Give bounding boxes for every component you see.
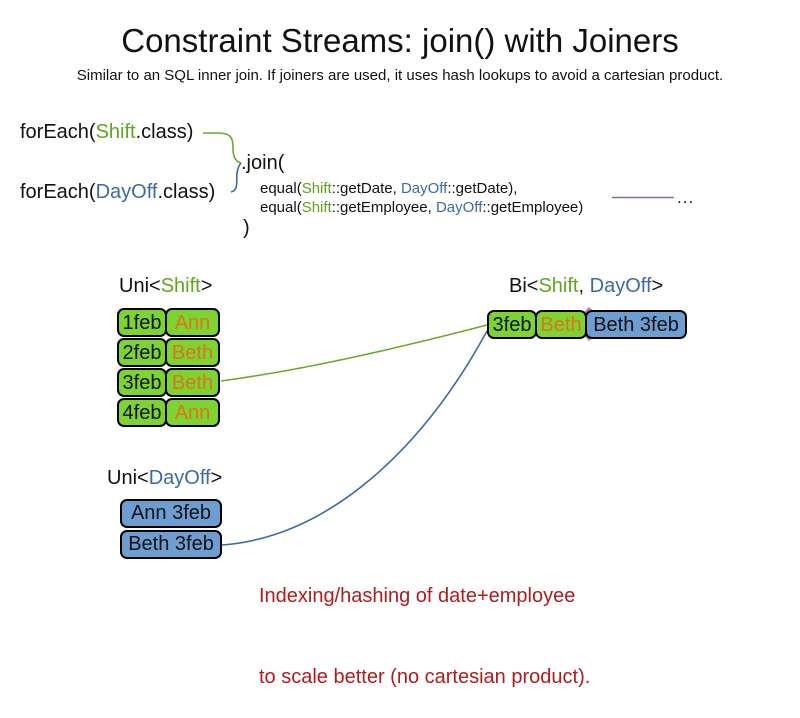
code-token: ::getEmployee) (482, 199, 584, 216)
shift-type-token: Shift (160, 275, 201, 297)
code-equal-date: equal(Shift::getDate, DayOff::getDate), (260, 180, 517, 197)
shift-class-token: Shift (95, 121, 136, 143)
dayoff-to-bi-curve (221, 330, 488, 546)
code-token: forEach( (20, 121, 96, 143)
label-token: > (210, 467, 223, 489)
shift-employee-cell: Beth (165, 368, 220, 397)
join-brace-blue (230, 162, 242, 193)
bi-label: Bi<Shift, DayOff> (509, 275, 663, 298)
shift-class-token: Shift (301, 180, 332, 197)
code-foreach-shift: forEach(Shift.class) (20, 121, 193, 144)
indexing-note-line1: Indexing/hashing of date+employee (259, 585, 576, 607)
code-join-open: .join( (241, 152, 285, 174)
slide-canvas: { "slide": { "title": "Constraint Stream… (20, 22, 724, 688)
code-token: .class) (157, 181, 216, 203)
slide-title: Constraint Streams: join() with Joiners (121, 22, 679, 59)
code-token: equal( (260, 199, 302, 216)
dayoff-class-token: DayOff (95, 181, 158, 203)
code-token: .class) (135, 121, 194, 143)
code-token: equal( (260, 180, 302, 197)
dayoff-class-token: DayOff (400, 180, 448, 197)
label-token: , (578, 275, 590, 297)
indexing-note-line2: to scale better (no cartesian product). (259, 666, 591, 688)
shift-class-token: Shift (301, 199, 332, 216)
shift-employee-cell: Beth (165, 338, 220, 367)
slide-subtitle: Similar to an SQL inner join. If joiners… (76, 67, 724, 84)
dayoff-type-token: DayOff (148, 467, 211, 489)
indexing-note: Indexing/hashing of date+employee to sca… (259, 529, 590, 718)
dayoff-class-token: DayOff (435, 199, 483, 216)
shift-date-cell: 2feb (117, 338, 167, 367)
code-join-close: ) (243, 217, 250, 239)
bi-shift-date-cell: 3feb (487, 310, 537, 339)
shift-date-cell: 4feb (117, 398, 167, 427)
dayoff-type-token: DayOff (589, 275, 652, 297)
shift-employee-cell: Ann (165, 308, 220, 337)
uni-shift-table: 1feb Ann 2feb Beth 3feb Beth 4feb Ann (117, 308, 220, 428)
bi-shift-employee-cell: Beth (535, 310, 587, 339)
label-token: > (651, 275, 664, 297)
shift-row: 3feb Beth (117, 368, 220, 397)
label-token: Uni< (107, 467, 149, 489)
bi-dayoff-cell: Beth 3feb (585, 310, 687, 339)
uni-dayoff-table: Ann 3feb Beth 3feb (120, 499, 222, 561)
code-token: ::getDate), (447, 180, 518, 197)
shift-date-cell: 3feb (117, 368, 167, 397)
uni-dayoff-label: Uni<DayOff> (107, 467, 222, 490)
bi-row: 3feb Beth Beth 3feb (487, 310, 687, 339)
code-token: forEach( (20, 181, 96, 203)
shift-date-cell: 1feb (117, 308, 167, 337)
label-token: Bi< (509, 275, 539, 297)
dayoff-row: Beth 3feb (120, 530, 222, 559)
more-joiners-ellipsis: ... (677, 188, 695, 207)
dayoff-row: Ann 3feb (120, 499, 222, 528)
uni-shift-label: Uni<Shift> (119, 275, 212, 298)
code-token: ::getEmployee, (331, 199, 436, 216)
code-token: ::getDate, (331, 180, 401, 197)
label-token: Uni< (119, 275, 161, 297)
code-foreach-dayoff: forEach(DayOff.class) (20, 181, 215, 204)
shift-row: 1feb Ann (117, 308, 220, 337)
shift-type-token: Shift (538, 275, 579, 297)
join-brace-green (203, 132, 242, 164)
shift-row: 4feb Ann (117, 398, 220, 427)
shift-to-bi-curve (220, 324, 488, 382)
code-equal-employee: equal(Shift::getEmployee, DayOff::getEmp… (260, 199, 583, 216)
label-token: > (200, 275, 213, 297)
shift-employee-cell: Ann (165, 398, 220, 427)
shift-row: 2feb Beth (117, 338, 220, 367)
